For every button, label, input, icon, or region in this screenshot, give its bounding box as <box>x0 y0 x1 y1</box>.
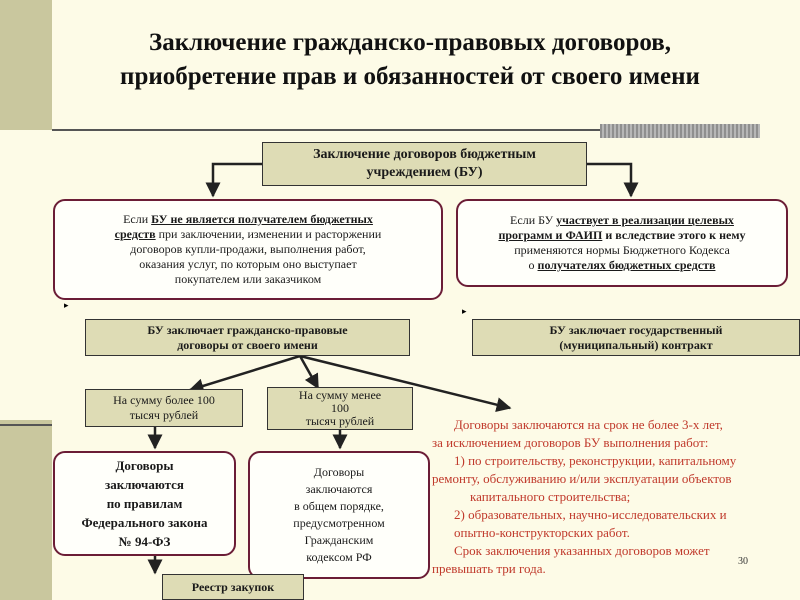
text: превышать три года. <box>432 561 546 576</box>
bullet-mark-right: ▸ <box>462 306 467 316</box>
box-civil-contracts: БУ заключает гражданско-правовые договор… <box>85 319 410 356</box>
text: 2) образовательных, научно-исследователь… <box>454 507 727 522</box>
decorative-sidebar-bottom <box>0 420 52 600</box>
text: Договоры <box>115 458 174 473</box>
text: о <box>528 258 538 272</box>
arrow-top-to-right <box>587 162 639 198</box>
text: капитального строительства; <box>470 489 631 504</box>
text: и вследствие этого к нему <box>602 228 746 242</box>
text-emphasis: программ и ФАИП <box>498 228 603 242</box>
text: ремонту, обслуживанию и/или эксплуатации… <box>432 471 732 486</box>
sidebar-divider <box>0 424 52 426</box>
slide-title: Заключение гражданско-правовых договоров… <box>60 26 760 94</box>
box-bu-contracts-line2: учреждением (БУ) <box>366 165 483 180</box>
text: применяются нормы Бюджетного Кодекса <box>514 243 730 257</box>
text: Реестр закупок <box>191 579 275 594</box>
text: тысяч рублей <box>129 408 199 422</box>
text: договоры от своего имени <box>177 337 318 352</box>
page-number: 30 <box>738 556 748 567</box>
box-over-100k: На сумму более 100 тысяч рублей <box>85 389 243 427</box>
text: опытно-конструкторских работ. <box>454 525 630 540</box>
box-bu-contracts-line1: Заключение договоров бюджетным <box>313 147 536 162</box>
text: за исключением договоров БУ выполнения р… <box>432 435 709 450</box>
text: в общем порядке, <box>294 499 384 513</box>
text: тысяч рублей <box>305 414 375 428</box>
text: при заключении, изменении и расторжении <box>155 227 382 241</box>
box-procurement-registry: Реестр закупок <box>162 574 304 600</box>
text: Если БУ <box>510 213 557 227</box>
text: оказания услуг, по которым оно выступает <box>139 257 357 271</box>
text: предусмотренном <box>293 516 385 530</box>
text: 100 <box>331 401 349 415</box>
text: На сумму менее <box>298 388 382 402</box>
text: БУ заключает гражданско-правовые <box>147 322 348 337</box>
decorative-sidebar-top <box>0 0 52 130</box>
text: БУ заключает государственный <box>549 322 723 337</box>
text: № 94-ФЗ <box>118 534 171 549</box>
term-note: Договоры заключаются на срок не более 3-… <box>432 416 800 586</box>
text: Гражданским <box>304 533 374 547</box>
text: по правилам <box>106 496 183 511</box>
box-state-contract: БУ заключает государственный (муниципаль… <box>472 319 800 356</box>
text: Если <box>123 212 152 226</box>
text: покупателем или заказчиком <box>174 272 322 286</box>
box-bu-contracts: Заключение договоров бюджетным учреждени… <box>262 142 587 186</box>
arrow-to-under100 <box>298 355 320 390</box>
text: 1) по строительству, реконструкции, капи… <box>454 453 737 468</box>
slide-title-line1: Заключение гражданско-правовых договоров… <box>149 29 671 56</box>
text: Договоры <box>313 465 365 479</box>
text: заключаются <box>105 477 184 492</box>
box-general-order: Договоры заключаются в общем порядке, пр… <box>248 451 430 579</box>
text: Договоры заключаются на срок не более 3-… <box>454 417 723 432</box>
box-under-100k: На сумму менее 100 тысяч рублей <box>267 387 413 430</box>
bullet-mark-left: ▸ <box>64 300 69 310</box>
decorative-stripe <box>600 124 760 138</box>
title-divider <box>52 129 759 131</box>
arrow-to-over100 <box>188 354 301 394</box>
text: договоров купли-продажи, выполнения рабо… <box>130 242 366 256</box>
text-emphasis: БУ не является получателем бюджетных <box>151 212 373 226</box>
text: На сумму более 100 <box>113 393 215 407</box>
text-emphasis: получателях бюджетных средств <box>537 258 716 272</box>
arrow-top-to-left <box>205 162 262 198</box>
box-target-programs-condition: Если БУ участвует в реализации целевых п… <box>456 199 788 287</box>
slide-title-line2: приобретение прав и обязанностей от свое… <box>120 63 700 90</box>
text: Федерального закона <box>81 515 208 530</box>
box-law-94: Договоры заключаются по правилам Федерал… <box>53 451 236 556</box>
text: заключаются <box>305 482 373 496</box>
text: кодексом РФ <box>306 550 372 564</box>
text-emphasis: участвует в реализации целевых <box>556 213 734 227</box>
text-emphasis: средств <box>114 227 156 241</box>
box-not-recipient-condition: Если БУ не является получателем бюджетны… <box>53 199 443 300</box>
text: (муниципальный) контракт <box>559 337 713 352</box>
text: Срок заключения указанных договоров може… <box>454 543 710 558</box>
